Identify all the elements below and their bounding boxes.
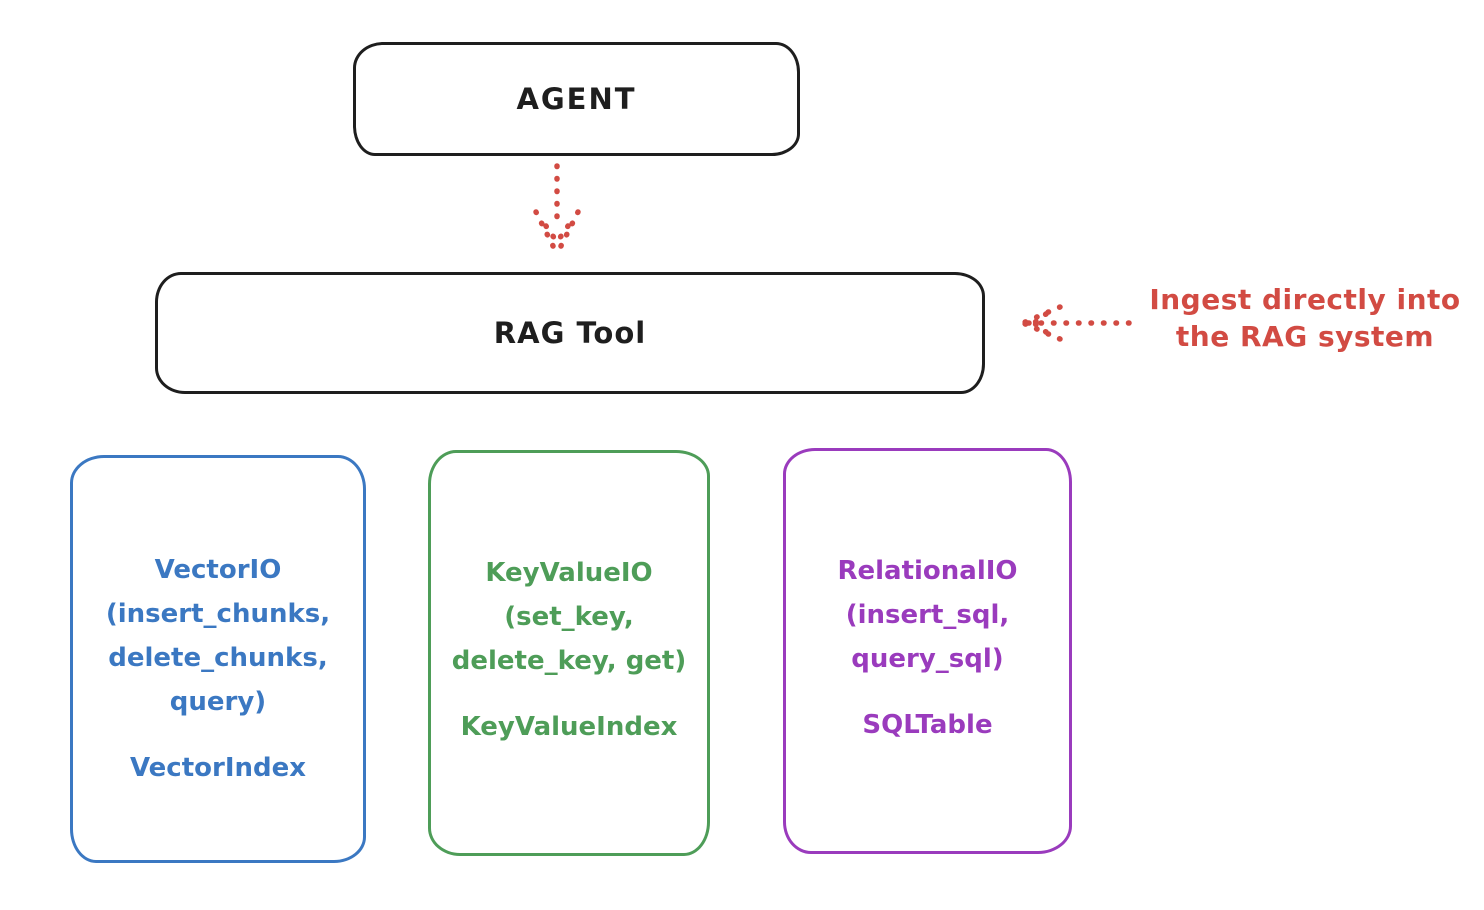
ingest-annotation: Ingest directly into the RAG system [1132,281,1478,355]
relational-io-line: RelationalIO [837,556,1018,586]
key-value-io-line: (set_key, [504,602,634,632]
vector-io-node: VectorIO (insert_chunks, delete_chunks, … [70,455,366,863]
ingest-arrow-icon [1020,304,1132,342]
vector-io-line: query) [169,687,267,717]
rag-tool-node: RAG Tool [155,272,985,394]
key-value-io-text: KeyValueIO (set_key, delete_key, get) Ke… [452,551,687,749]
vector-io-line: (insert_chunks, [105,599,331,629]
agent-node: AGENT [353,42,800,156]
agent-to-rag-arrow-icon [533,163,581,257]
relational-io-node: RelationalIO (insert_sql, query_sql) SQL… [783,448,1072,854]
sql-table-label: SQLTable [862,710,993,740]
key-value-index-label: KeyValueIndex [460,712,678,742]
key-value-io-node: KeyValueIO (set_key, delete_key, get) Ke… [428,450,710,856]
key-value-io-line: KeyValueIO [485,558,653,588]
vector-io-text: VectorIO (insert_chunks, delete_chunks, … [106,548,330,790]
key-value-io-line: delete_key, get) [451,646,687,676]
vector-io-line: delete_chunks, [108,643,328,673]
relational-io-line: (insert_sql, [845,600,1010,630]
agent-label: AGENT [516,82,637,116]
rag-tool-label: RAG Tool [493,316,647,350]
relational-io-line: query_sql) [851,644,1004,674]
relational-io-text: RelationalIO (insert_sql, query_sql) SQL… [837,549,1017,747]
vector-io-line: VectorIO [154,555,282,585]
vector-index-label: VectorIndex [129,753,307,783]
ingest-annotation-line1: Ingest directly into [1149,283,1461,316]
ingest-annotation-line2: the RAG system [1175,320,1435,353]
